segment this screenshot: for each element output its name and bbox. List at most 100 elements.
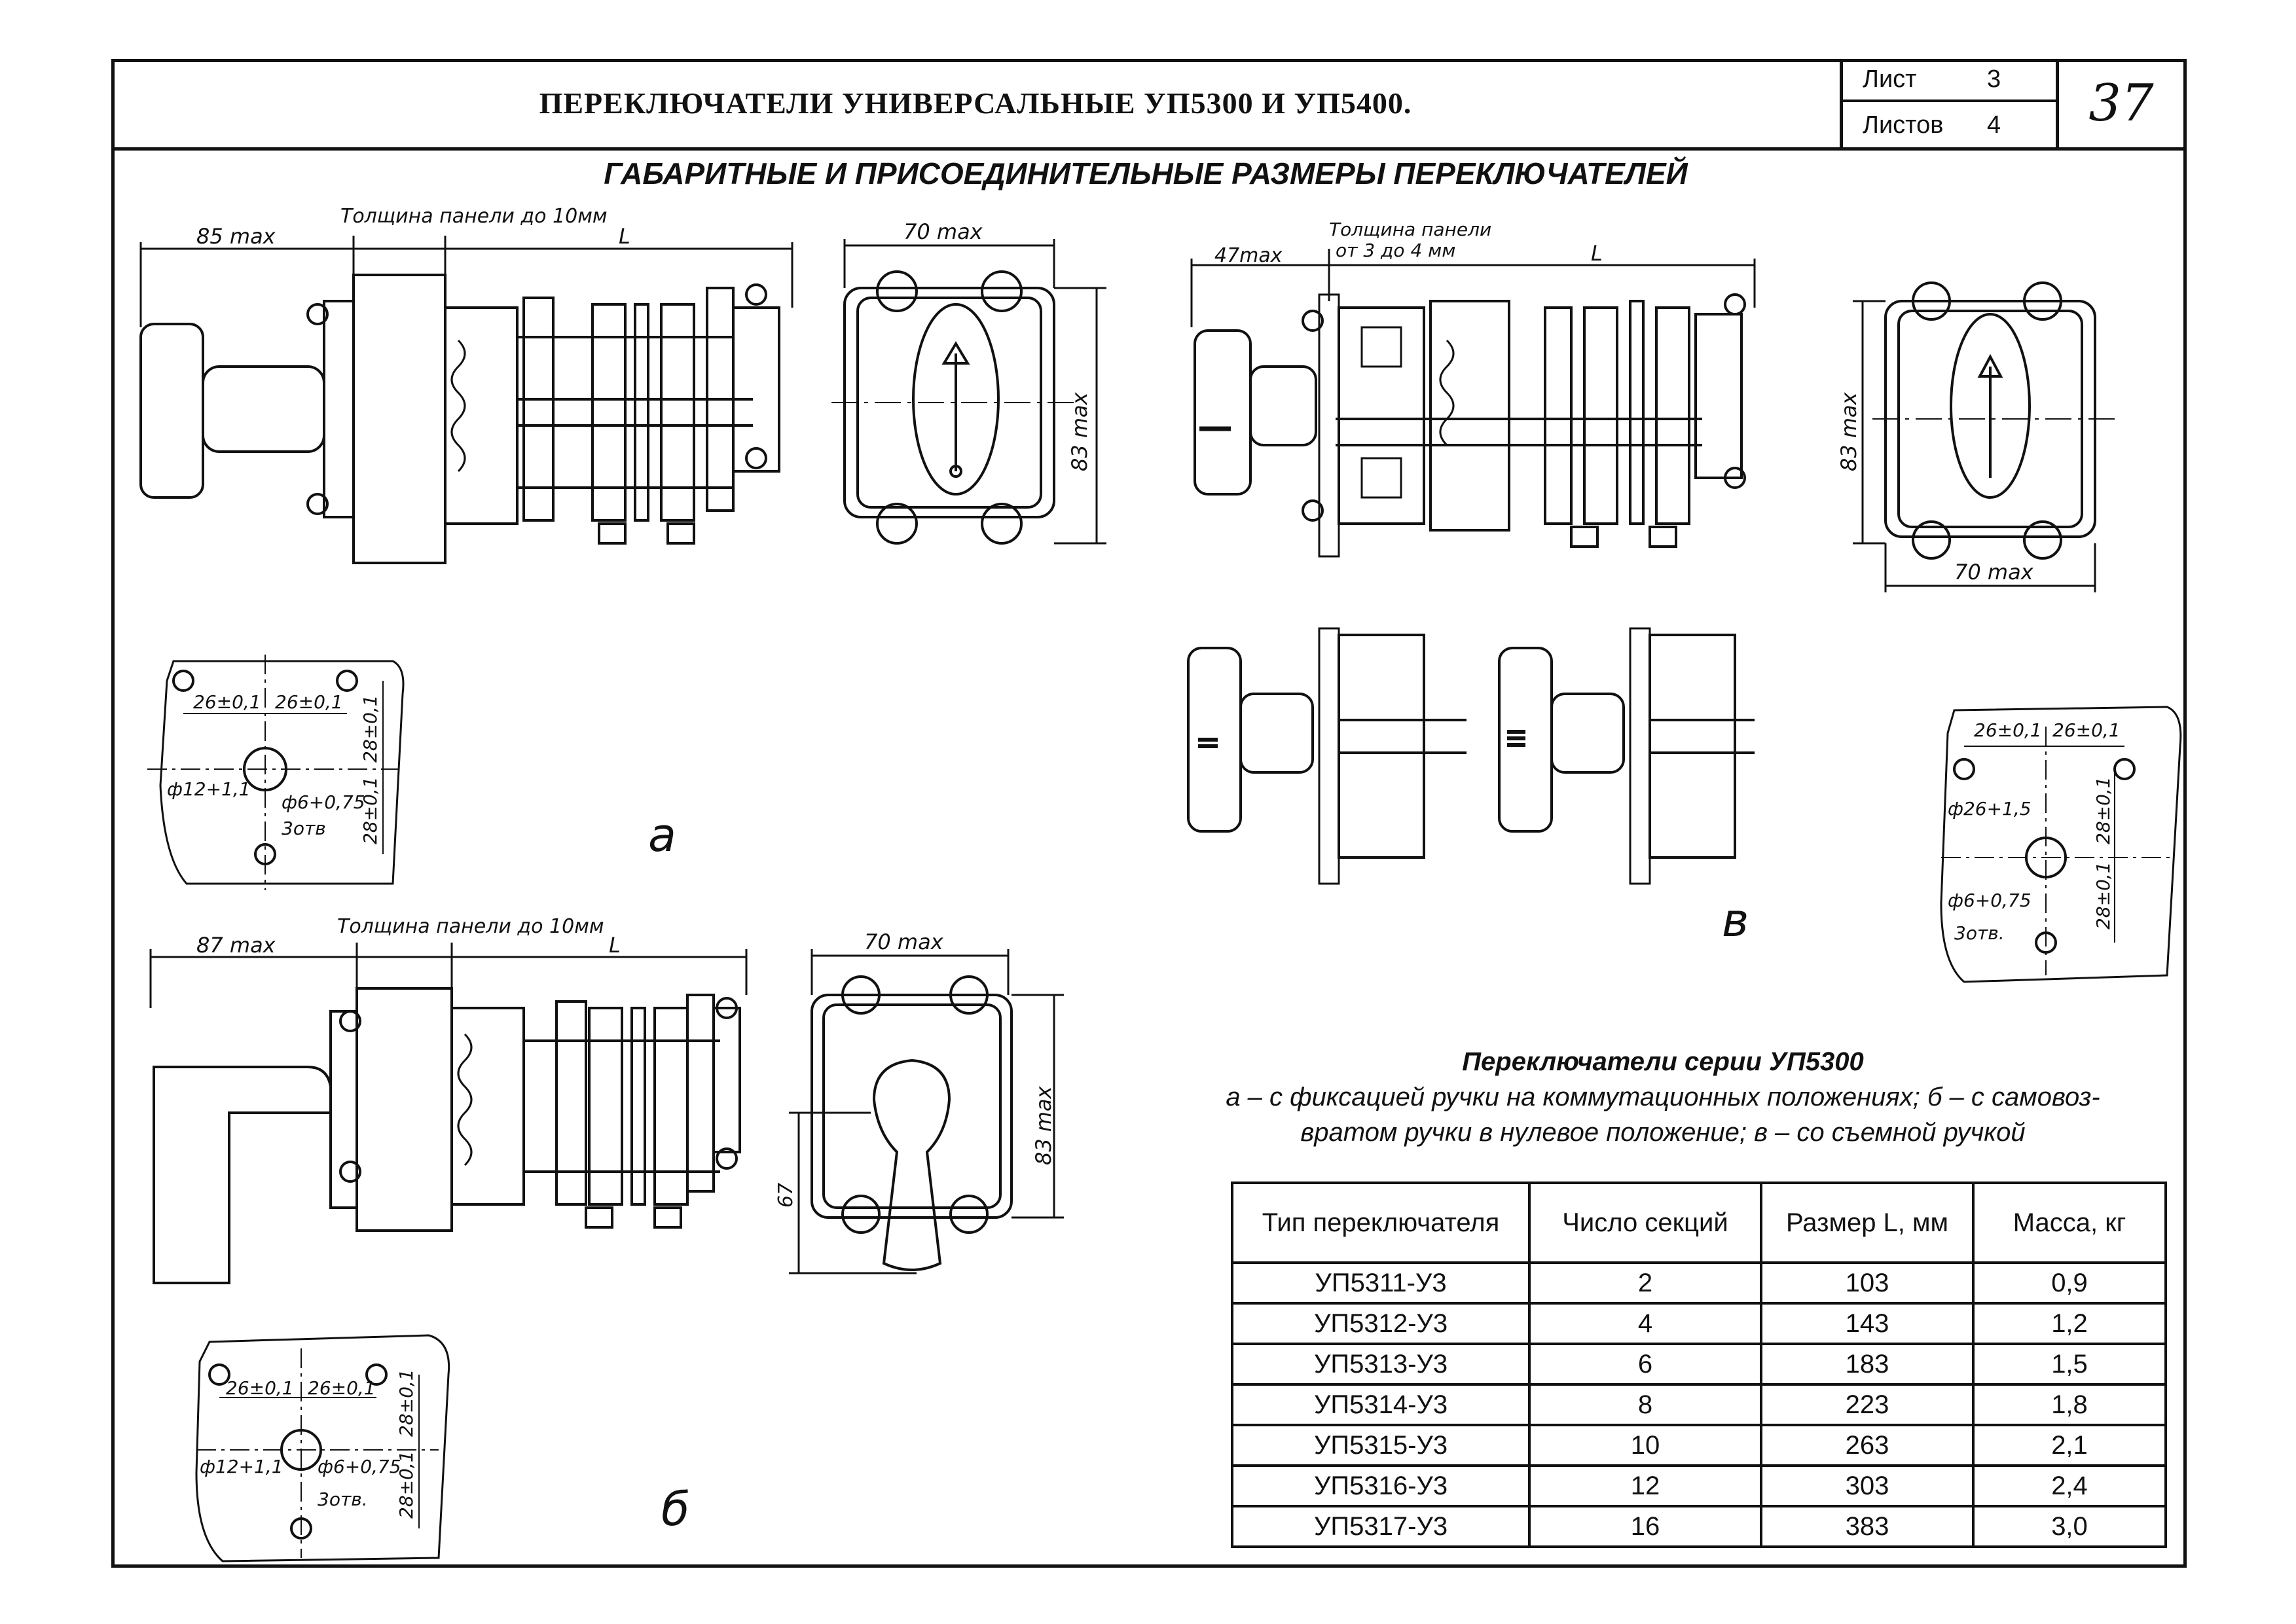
- cell-mass: 1,5: [1972, 1343, 2167, 1386]
- switch-v-front-view: 83 max 70 max: [1836, 281, 2115, 592]
- dim-v-panel-1: Толщина панели: [1329, 219, 1491, 240]
- cell-mass: 0,9: [1972, 1261, 2167, 1305]
- page-number: 37: [2056, 59, 2183, 147]
- cell-mass: 3,0: [1972, 1505, 2167, 1548]
- pos-3: III: [1512, 819, 1514, 820]
- dim-v-depth: 47max: [1214, 244, 1283, 267]
- hole-template-a: 26±0,1 26±0,1 28±0,1 28±0,1 ф12+1,1 ф6+0…: [147, 655, 405, 890]
- table-header-row: Тип переключателя Число секций Размер L,…: [1231, 1182, 2167, 1264]
- col-mass: Масса, кг: [1972, 1182, 2167, 1264]
- cell-mass: 2,1: [1972, 1424, 2167, 1467]
- pos-2: II: [1203, 819, 1204, 820]
- hole-b-x2: 26±0,1: [308, 1377, 376, 1399]
- dim-a-length: L: [619, 224, 630, 249]
- hole-b-d2: ф6+0,75: [318, 1456, 401, 1477]
- hole-a-count: 3отв: [282, 818, 326, 839]
- cell-type: УП5317-У3: [1231, 1505, 1531, 1548]
- hole-a-y2: 28±0,1: [359, 776, 381, 844]
- hole-v-y2: 28±0,1: [2092, 861, 2114, 929]
- dim-a-depth: 85 max: [196, 224, 276, 249]
- cell-type: УП5315-У3: [1231, 1424, 1531, 1467]
- dim-b-handle: 67: [774, 1183, 797, 1208]
- cell-sections: 16: [1528, 1505, 1762, 1548]
- sheet-row: Лист 3: [1843, 59, 2056, 102]
- cell-length: 223: [1760, 1383, 1975, 1426]
- hole-b-x1: 26±0,1: [226, 1377, 294, 1399]
- hole-a-d2: ф6+0,75: [282, 791, 365, 813]
- switch-a-side-view: 85 max Толщина панели до 10мм L: [139, 205, 793, 564]
- hole-v-x2: 26±0,1: [2052, 719, 2121, 741]
- sheet-value: 3: [1987, 65, 2001, 93]
- hole-a-d1: ф12+1,1: [167, 778, 251, 800]
- cell-mass: 1,2: [1972, 1302, 2167, 1345]
- pos-1: I: [1203, 818, 1204, 819]
- hole-v-count: 3отв.: [1954, 922, 2005, 944]
- cell-length: 383: [1760, 1505, 1975, 1548]
- cell-length: 263: [1760, 1424, 1975, 1467]
- cell-length: 143: [1760, 1302, 1975, 1345]
- cell-sections: 6: [1528, 1343, 1762, 1386]
- col-type: Тип переключателя: [1231, 1182, 1531, 1264]
- dim-a-front-height: 83 max: [1067, 391, 1092, 471]
- cell-sections: 10: [1528, 1424, 1762, 1467]
- hole-b-y1: 28±0,1: [395, 1369, 417, 1437]
- cell-sections: 2: [1528, 1261, 1762, 1305]
- cell-sections: 4: [1528, 1302, 1762, 1345]
- dim-b-depth: 87 max: [196, 933, 276, 958]
- dim-b-length: L: [609, 933, 621, 958]
- cell-type: УП5314-У3: [1231, 1383, 1531, 1426]
- hole-v-y1: 28±0,1: [2092, 776, 2114, 844]
- caption-line-2: вратом ручки в нулевое положение; в – со…: [1300, 1118, 2026, 1147]
- hole-v-x1: 26±0,1: [1974, 719, 2042, 741]
- col-length: Размер L, мм: [1760, 1182, 1975, 1264]
- cell-mass: 2,4: [1972, 1464, 2167, 1507]
- dim-b-front-width: 70 max: [864, 929, 944, 954]
- switch-a-front-view: 70 max 83 max: [831, 219, 1106, 545]
- hole-b-count: 3отв.: [318, 1489, 368, 1510]
- cell-sections: 8: [1528, 1383, 1762, 1426]
- hole-template-b: 26±0,1 26±0,1 28±0,1 28±0,1 ф12+1,1 ф6+0…: [195, 1334, 450, 1562]
- label-a: а: [648, 808, 676, 862]
- switch-v-position-views: I II III: [1187, 627, 1755, 885]
- hole-template-v: 26±0,1 26±0,1 28±0,1 28±0,1 ф26+1,5 ф6+0…: [1940, 706, 2182, 983]
- caption-line-1: а – с фиксацией ручки на коммутационных …: [1226, 1083, 2100, 1111]
- hole-a-x1: 26±0,1: [193, 691, 261, 713]
- switch-v-side-view: 47max Толщина панели от 3 до 4 мм L: [1190, 219, 1756, 558]
- drawing-frame: [111, 59, 2187, 1568]
- cell-length: 103: [1760, 1261, 1975, 1305]
- hole-b-d1: ф12+1,1: [200, 1456, 283, 1477]
- label-b: б: [661, 1483, 689, 1536]
- cell-length: 183: [1760, 1343, 1975, 1386]
- sheet-info: Лист 3 Листов 4: [1840, 59, 2056, 147]
- sheet-label: Лист: [1863, 65, 1917, 93]
- cell-type: УП5311-У3: [1231, 1261, 1531, 1305]
- dim-a-panel: Толщина панели до 10мм: [340, 205, 608, 228]
- switch-b-front-view: 70 max 83 max 67: [774, 929, 1064, 1274]
- dim-v-front-height: 83 max: [1836, 391, 1861, 471]
- sheets-label: Листов: [1863, 111, 1944, 139]
- hole-b-y2: 28±0,1: [395, 1451, 417, 1519]
- hole-v-d1: ф26+1,5: [1948, 798, 2032, 820]
- document-title: ПЕРЕКЛЮЧАТЕЛИ УНИВЕРСАЛЬНЫЕ УП5300 И УП5…: [539, 86, 1412, 120]
- dim-b-front-height: 83 max: [1031, 1085, 1056, 1165]
- dim-v-front-width: 70 max: [1954, 560, 2034, 585]
- sheets-value: 4: [1987, 111, 2001, 139]
- cell-type: УП5316-У3: [1231, 1464, 1531, 1507]
- hole-a-x2: 26±0,1: [275, 691, 343, 713]
- cell-sections: 12: [1528, 1464, 1762, 1507]
- series-caption: Переключатели серии УП5300 а – с фиксаци…: [1165, 1044, 2160, 1150]
- switch-specs-table: Тип переключателя Число секций Размер L,…: [1231, 1182, 2167, 1548]
- dim-b-panel: Толщина панели до 10мм: [337, 915, 604, 938]
- cell-type: УП5312-У3: [1231, 1302, 1531, 1345]
- cell-type: УП5313-У3: [1231, 1343, 1531, 1386]
- dim-v-length: L: [1591, 241, 1603, 266]
- hole-v-d2: ф6+0,75: [1948, 890, 2032, 911]
- hole-a-y1: 28±0,1: [359, 695, 381, 763]
